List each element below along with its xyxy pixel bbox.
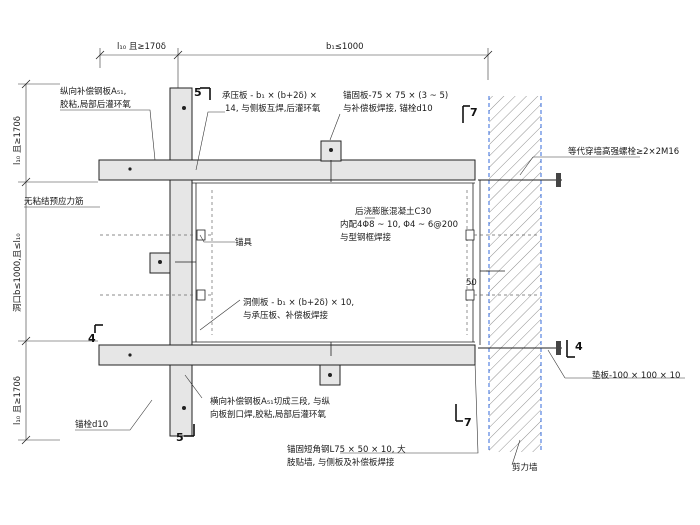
svg-text:与补偿板焊接, 锚栓d10: 与补偿板焊接, 锚栓d10 bbox=[343, 103, 433, 114]
section-marker-7-bottom: 7 bbox=[455, 404, 472, 429]
through-wall-bolts bbox=[478, 173, 562, 355]
label-transverse-plate: 横向补偿钢板A₅₁切成三段, 与纵 向板剖口焊,胶粘,局部后灌环氧 bbox=[210, 396, 331, 420]
opening-frame bbox=[192, 180, 481, 345]
svg-text:纵向补偿钢板A₅₁,: 纵向补偿钢板A₅₁, bbox=[60, 86, 126, 97]
label-dim-50: 50 bbox=[466, 278, 477, 288]
label-anchor-bolt: 锚栓d10 bbox=[75, 419, 108, 430]
leader-lines bbox=[24, 109, 685, 466]
svg-text:与型钢框焊接: 与型钢框焊接 bbox=[340, 232, 392, 243]
prestress-tendons bbox=[100, 229, 540, 301]
dim-left-mid: 洞口b≤1000,且≤l₁₀ bbox=[12, 233, 23, 312]
label-anchor-angle: 锚固短角钢L75 × 50 × 10, 大 肢贴墙, 与侧板及补偿板焊接 bbox=[287, 444, 406, 468]
label-prestress-tendon: 无粘结预应力筋 bbox=[24, 196, 84, 207]
label-shear-wall: 剪力墙 bbox=[512, 462, 538, 473]
svg-text:5: 5 bbox=[194, 86, 202, 99]
svg-text:洞侧板 - b₁ × (b+2δ) × 10,: 洞侧板 - b₁ × (b+2δ) × 10, bbox=[243, 297, 354, 308]
svg-text:向板剖口焊,胶粘,局部后灌环氧: 向板剖口焊,胶粘,局部后灌环氧 bbox=[210, 409, 326, 420]
top-dimension: l₁₀ 且≥170δ b₁≤1000 bbox=[95, 42, 493, 90]
svg-text:横向补偿钢板A₅₁切成三段, 与纵: 横向补偿钢板A₅₁切成三段, 与纵 bbox=[210, 396, 331, 407]
label-post-cast-concrete: 后浇膨胀混凝土C30 内配4Φ8 ~ 10, Φ4 ~ 6@200 与型钢框焊接 bbox=[340, 206, 458, 243]
label-anchor-plate: 锚固板-75 × 75 × (3 ~ 5) 与补偿板焊接, 锚栓d10 bbox=[343, 90, 448, 114]
svg-text:胶粘,局部后灌环氧: 胶粘,局部后灌环氧 bbox=[60, 99, 131, 110]
svg-text:与承压板、补偿板焊接: 与承压板、补偿板焊接 bbox=[243, 310, 329, 321]
svg-text:7: 7 bbox=[470, 106, 478, 119]
label-washer: 垫板-100 × 100 × 10 bbox=[592, 370, 680, 381]
svg-text:肢贴墙, 与侧板及补偿板焊接: 肢贴墙, 与侧板及补偿板焊接 bbox=[287, 457, 395, 468]
svg-text:锚固板-75 × 75 × (3 ~ 5): 锚固板-75 × 75 × (3 ~ 5) bbox=[343, 90, 448, 101]
shear-wall bbox=[488, 96, 542, 452]
label-anchorage: 锚具 bbox=[235, 237, 253, 248]
section-marker-5-top: 5 bbox=[194, 86, 211, 100]
label-through-wall-bolt: 等代穿墙高强螺栓≥2×2M16 bbox=[568, 146, 679, 157]
section-marker-7-top: 7 bbox=[462, 105, 478, 123]
dim-top-right: b₁≤1000 bbox=[326, 42, 364, 52]
bottom-transverse-plate bbox=[98, 344, 476, 366]
svg-text:7: 7 bbox=[464, 416, 472, 429]
section-marker-5-bottom: 5 bbox=[176, 424, 195, 444]
svg-text:承压板 - b₁ × (b+2δ) ×: 承压板 - b₁ × (b+2δ) × bbox=[222, 90, 317, 101]
dim-left-lower: l₁₀ 且≥170δ bbox=[13, 376, 23, 425]
svg-text:4: 4 bbox=[88, 332, 96, 345]
svg-text:锚固短角钢L75 × 50 × 10, 大: 锚固短角钢L75 × 50 × 10, 大 bbox=[287, 444, 406, 455]
svg-text:后浇膨胀混凝土C30: 后浇膨胀混凝土C30 bbox=[355, 206, 431, 217]
top-transverse-plate bbox=[98, 159, 476, 181]
left-dimension: l₁₀ 且≥170δ 洞口b≤1000,且≤l₁₀ l₁₀ 且≥170δ bbox=[12, 79, 98, 445]
label-side-plate: 洞侧板 - b₁ × (b+2δ) × 10, 与承压板、补偿板焊接 bbox=[243, 297, 354, 321]
section-marker-4-right: 4 bbox=[566, 340, 583, 358]
svg-text:内配4Φ8 ~ 10, Φ4 ~ 6@200: 内配4Φ8 ~ 10, Φ4 ~ 6@200 bbox=[340, 219, 458, 230]
label-longitudinal-plate: 纵向补偿钢板A₅₁, 胶粘,局部后灌环氧 bbox=[60, 86, 131, 110]
section-marker-4-left: 4 bbox=[88, 324, 103, 345]
svg-text:5: 5 bbox=[176, 431, 184, 444]
dim-left-upper: l₁₀ 且≥170δ bbox=[13, 116, 23, 165]
label-bearing-plate: 承压板 - b₁ × (b+2δ) × 14, 与侧板互焊,后灌环氧 bbox=[222, 90, 321, 114]
anchor-plates bbox=[128, 106, 342, 410]
svg-text:4: 4 bbox=[575, 340, 583, 353]
dim-top-left: l₁₀ 且≥170δ bbox=[117, 42, 166, 52]
svg-text:14, 与侧板互焊,后灌环氧: 14, 与侧板互焊,后灌环氧 bbox=[225, 103, 321, 114]
